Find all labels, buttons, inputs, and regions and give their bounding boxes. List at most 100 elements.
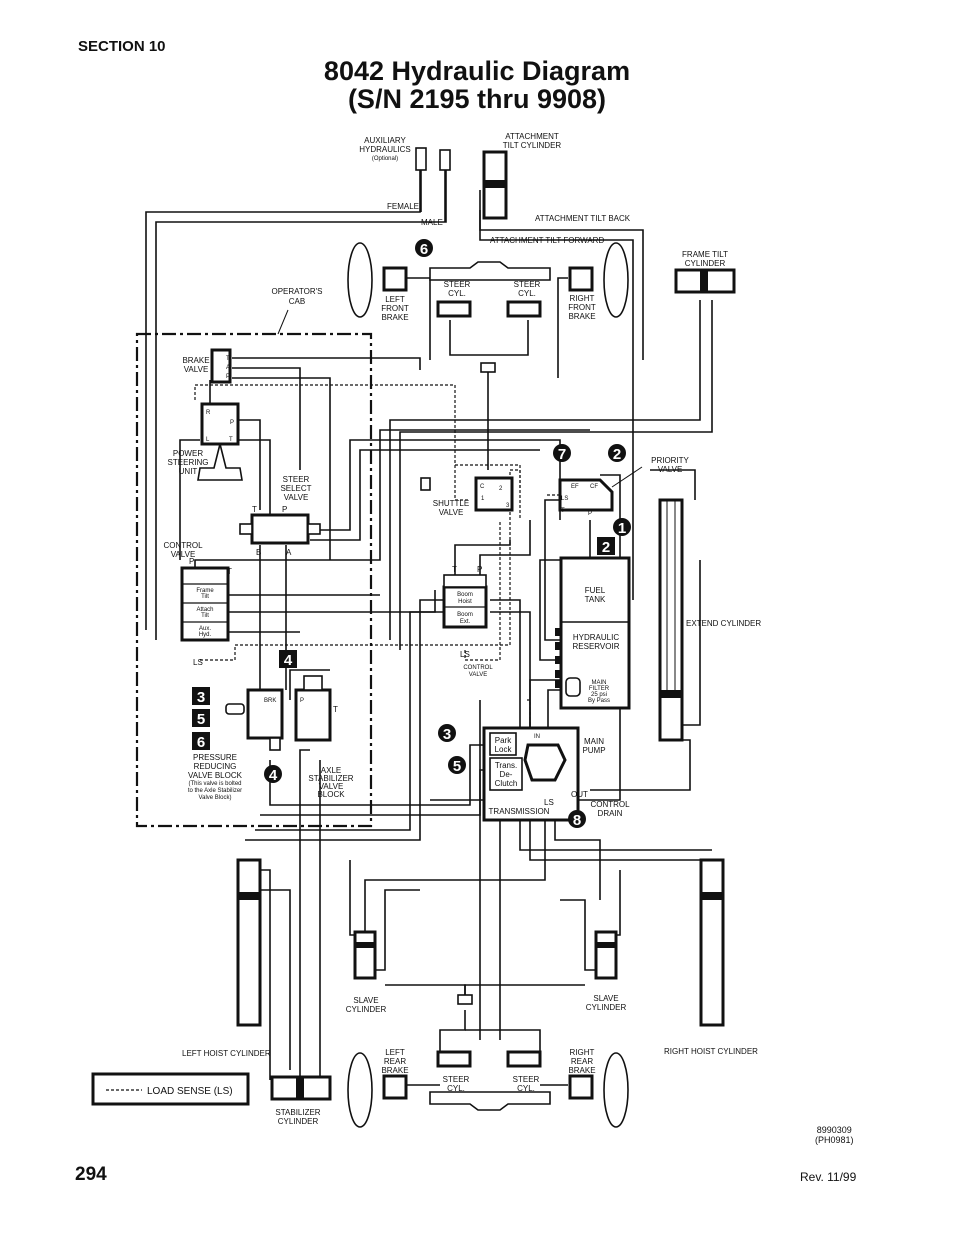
priority-valve — [558, 478, 614, 512]
rear-left-steer-cyl-label-2: CYL. — [447, 1084, 465, 1093]
axle-port-t: T — [333, 705, 338, 714]
rear-right-steer-cyl-label-1: STEER — [513, 1075, 540, 1084]
callout-4-box-number: 4 — [284, 652, 293, 669]
shuttle-valve — [474, 476, 514, 512]
page-title-line-1: 8042 Hydraulic Diagram — [323, 56, 631, 86]
drawing-number-block: 8990309 (PH0981) — [815, 1125, 854, 1145]
cv-right-boom-hoist-1: Boom — [457, 592, 473, 598]
legend-box — [91, 1072, 250, 1106]
right-hoist-cylinder-label: RIGHT HOIST CYLINDER — [664, 1047, 758, 1056]
operators-cab-label-2: CAB — [289, 297, 305, 306]
control-valve-left-label-1: CONTROL — [163, 541, 203, 550]
priority-port-t: T — [561, 508, 565, 514]
left-slave-cylinder-label-1: SLAVE — [353, 996, 378, 1005]
callout-6-box — [192, 732, 210, 750]
callout-8-circle — [568, 810, 586, 828]
extend-cylinder-label: EXTEND CYLINDER — [686, 619, 761, 628]
revision-date: Rev. 11/99 — [800, 1170, 857, 1184]
priority-port-ef: EF — [571, 484, 579, 490]
left-hoist-cylinder — [236, 858, 262, 1027]
right-rear-brake-label-1: RIGHT — [570, 1048, 595, 1057]
steering-column — [197, 443, 243, 481]
trans-declutch-label-2: De- — [500, 770, 513, 779]
shuttle-valve-label-1: SHUTTLE — [433, 499, 469, 508]
psu-port-t: T — [229, 437, 233, 443]
cv-left-port-ls: LS — [193, 658, 203, 667]
frame-tilt-cylinder-label-2: CYLINDER — [685, 259, 726, 268]
cv-right-boom-ext-2: Ext. — [460, 619, 471, 625]
drawing-reference: (PH0981) — [815, 1135, 854, 1145]
left-slave-cylinder-label-2: CYLINDER — [346, 1005, 387, 1014]
brake-valve-label-1: BRAKE — [182, 356, 209, 365]
main-filter — [565, 677, 581, 697]
ssv-port-b: B — [256, 548, 261, 557]
stabilizer-cylinder-label-1: STABILIZER — [275, 1108, 320, 1117]
rear-steer-tee — [457, 994, 473, 1005]
callout-5-circle-number: 5 — [453, 758, 461, 775]
left-front-brake — [382, 266, 408, 292]
priority-port-cf: CF — [590, 484, 598, 490]
right-front-wheel — [603, 242, 629, 318]
shuttle-port-3: 3 — [506, 503, 510, 509]
ssv-port-p: P — [282, 505, 287, 514]
steer-select-valve-label-3: VALVE — [284, 493, 309, 502]
pump-port-out: OUT — [571, 790, 588, 799]
front-right-steer-cyl-label-1: STEER — [514, 280, 541, 289]
control-valve-right-label-1: CONTROL — [463, 665, 493, 671]
front-left-steer-cyl-label-2: CYL. — [448, 289, 466, 298]
cv-left-aux-hyd-2: Hyd. — [199, 632, 212, 638]
axle-stabilizer-label-3: VALVE — [319, 782, 344, 791]
brake-valve-port-a: A — [226, 365, 230, 371]
right-rear-wheel — [603, 1052, 629, 1128]
cv-left-attach-tilt-1: Attach — [196, 607, 213, 613]
fuel-tank-label-2: TANK — [585, 595, 606, 604]
steer-select-solenoid-left — [239, 523, 253, 535]
callout-1-number: 1 — [618, 520, 626, 537]
right-slave-cylinder-label-1: SLAVE — [593, 994, 618, 1003]
left-rear-brake-label-3: BRAKE — [381, 1066, 408, 1075]
park-lock-label-1: Park — [495, 736, 512, 745]
callout-3-circle — [438, 724, 456, 742]
cv-left-frame-tilt-2: Tilt — [201, 594, 209, 600]
left-hoist-cylinder-label: LEFT HOIST CYLINDER — [182, 1049, 271, 1058]
priority-port-ls: LS — [561, 496, 568, 502]
prv-port-brk: BRK — [264, 698, 276, 704]
pressure-reducing-label-1: PRESSURE — [193, 753, 237, 762]
trans-declutch-label-1: Trans. — [495, 761, 517, 770]
right-front-brake-label-3: BRAKE — [568, 312, 595, 321]
cv-right-port-p: P — [477, 565, 482, 574]
transmission-label: TRANSMISSION — [489, 807, 550, 816]
steer-select-solenoid-right — [307, 523, 321, 535]
auxiliary-hydraulics-couplers — [415, 147, 451, 222]
front-steer-tee — [480, 362, 496, 373]
left-front-brake-label-2: FRONT — [381, 304, 409, 313]
cv-right-boom-hoist-2: Hoist — [458, 599, 472, 605]
cv-right-port-t: T — [452, 565, 457, 574]
steer-select-valve-label-2: SELECT — [280, 484, 311, 493]
cv-left-aux-hyd-1: Aux. — [199, 626, 211, 632]
control-drain-label-2: DRAIN — [598, 809, 623, 818]
callout-6-top-number: 6 — [420, 241, 428, 258]
drawing-number: 8990309 — [816, 1125, 852, 1135]
right-rear-brake-label-2: REAR — [571, 1057, 593, 1066]
control-drain-label-1: CONTROL — [590, 800, 630, 809]
front-left-steer-cylinder — [436, 300, 472, 318]
callout-6-circle-top — [415, 239, 433, 257]
callout-8-number: 8 — [573, 812, 581, 829]
callout-2-box — [597, 537, 615, 555]
attachment-tilt-cylinder-label-1: ATTACHMENT — [505, 132, 559, 141]
callout-5-circle — [448, 756, 466, 774]
trans-declutch — [489, 757, 523, 791]
psu-port-r: R — [206, 410, 211, 416]
control-valve-left-label-2: VALVE — [171, 550, 196, 559]
section-heading: SECTION 10 — [78, 38, 166, 55]
left-front-wheel — [347, 242, 373, 318]
control-valve-left — [180, 566, 230, 642]
cv-left-attach-tilt-2: Tilt — [201, 613, 209, 619]
pump-port-ls: LS — [544, 798, 554, 807]
callout-6-box-number: 6 — [197, 734, 205, 751]
right-hoist-cylinder — [699, 858, 725, 1027]
front-steer-axle — [429, 261, 551, 281]
callout-5-box-number: 5 — [197, 711, 205, 728]
